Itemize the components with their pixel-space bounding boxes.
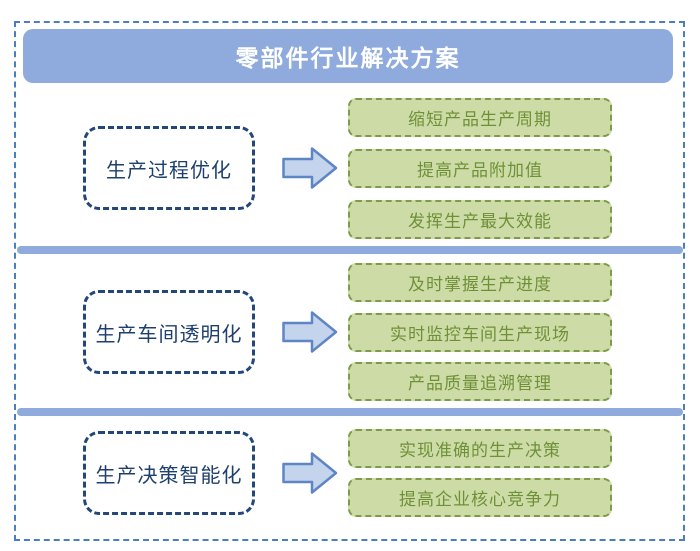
benefit-box: 发挥生产最大效能 [348, 200, 612, 239]
benefit-box: 缩短产品生产周期 [348, 98, 612, 137]
section-label-box-decision-intelligence: 生产决策智能化 [83, 431, 255, 515]
section-separator [17, 408, 683, 416]
section-label-box-process-optimization: 生产过程优化 [83, 126, 255, 210]
benefit-box: 实时监控车间生产现场 [348, 313, 612, 352]
benefit-box: 提高产品附加值 [348, 149, 612, 188]
benefit-box: 提高企业核心竞争力 [348, 478, 612, 517]
right-arrow-icon [282, 311, 338, 353]
right-arrow-icon [282, 452, 338, 494]
section-label-box-workshop-transparency: 生产车间透明化 [83, 290, 255, 374]
benefit-box: 产品质量追溯管理 [348, 362, 612, 401]
diagram-title: 零部件行业解决方案 [23, 29, 673, 83]
benefit-box: 及时掌握生产进度 [348, 263, 612, 302]
section-separator [17, 246, 683, 254]
right-arrow-icon [282, 147, 338, 189]
outer-dashed-frame [14, 21, 685, 541]
benefit-box: 实现准确的生产决策 [348, 429, 612, 468]
